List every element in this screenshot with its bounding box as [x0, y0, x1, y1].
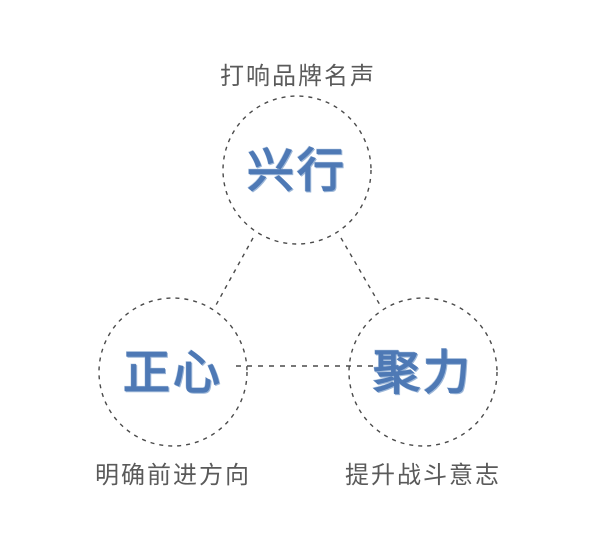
dashed-circle-icon: [98, 297, 248, 447]
node-label-right: 聚力: [373, 345, 473, 399]
node-circle-right[interactable]: 聚力: [348, 297, 498, 447]
node-label-top: 兴行: [247, 143, 347, 197]
node-circle-top[interactable]: 兴行: [222, 95, 372, 245]
caption-bottom-left: 明确前进方向: [95, 463, 251, 489]
connector-top-right: [340, 237, 381, 306]
node-label-left: 正心: [123, 345, 223, 399]
caption-top: 打响品牌名声: [220, 64, 376, 90]
connector-top-left: [215, 237, 254, 306]
node-circle-left[interactable]: 正心: [98, 297, 248, 447]
caption-bottom-right: 提升战斗意志: [345, 463, 501, 489]
dashed-circle-icon: [348, 297, 498, 447]
dashed-circle-icon: [222, 95, 372, 245]
